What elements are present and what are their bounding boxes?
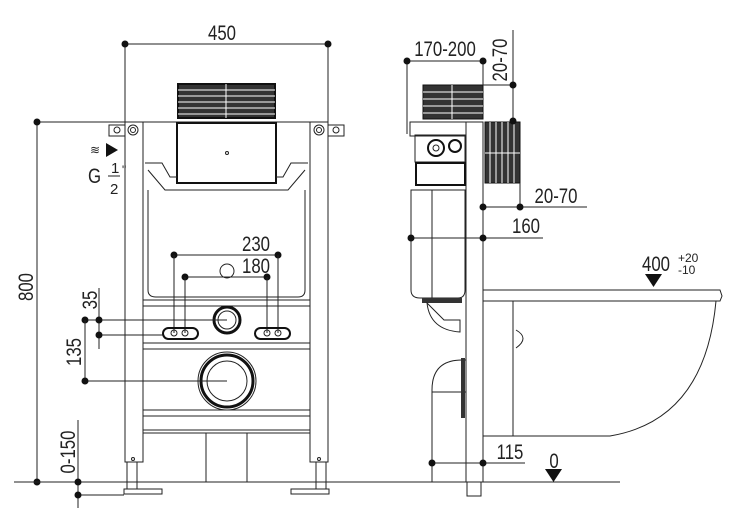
cistern-depth-dimension: 160 bbox=[407, 215, 543, 242]
floor-level: 0 bbox=[370, 450, 620, 483]
depth-range-dimension: 170-200 bbox=[403, 38, 487, 134]
water-inlet: ≋ G 1 2 " bbox=[88, 143, 126, 198]
drain-offset-dimension: 115 bbox=[428, 441, 525, 467]
frame bbox=[108, 121, 345, 495]
width-label: 450 bbox=[208, 22, 236, 45]
offset-135-label: 135 bbox=[63, 338, 86, 366]
foot-adjust-dimension: 0-150 bbox=[14, 420, 370, 508]
cistern-depth-label: 160 bbox=[512, 215, 540, 238]
top-gap-dimension: 20-70 bbox=[483, 30, 517, 125]
inlet-arrow-icon bbox=[106, 143, 118, 157]
water-wave-icon: ≋ bbox=[90, 143, 100, 157]
side-gap-dimension: 20-70 bbox=[479, 183, 587, 211]
flush-ports bbox=[162, 305, 291, 411]
side-gap-label: 20-70 bbox=[535, 185, 578, 208]
button-span-outer-label: 230 bbox=[242, 233, 270, 256]
bowl-tolerance-plus: +20 bbox=[678, 251, 699, 265]
floor-marker-icon bbox=[545, 469, 562, 482]
bowl-height-dimension: 400 +20 -10 bbox=[642, 251, 699, 287]
depth-range-label: 170-200 bbox=[414, 38, 476, 61]
inlet-fraction-denominator: 2 bbox=[110, 181, 118, 198]
cistern bbox=[145, 83, 308, 298]
port-offset-dimensions: 35 135 bbox=[63, 288, 227, 385]
button-span-inner-label: 180 bbox=[242, 255, 270, 278]
inlet-thread-prefix: G bbox=[88, 165, 101, 188]
bowl-tolerance-minus: -10 bbox=[678, 263, 696, 277]
level-marker-icon bbox=[645, 274, 662, 287]
bowl-height-label: 400 bbox=[642, 253, 670, 276]
side-view: 170-200 20-70 20-70 160 400 +20 -10 bbox=[370, 30, 723, 497]
width-dimension: 450 bbox=[121, 22, 332, 122]
inlet-inch-mark: " bbox=[122, 163, 126, 177]
offset-35-label: 35 bbox=[79, 291, 102, 310]
drain-offset-label: 115 bbox=[497, 441, 524, 464]
floor-level-label: 0 bbox=[549, 450, 558, 473]
toilet-bowl bbox=[483, 289, 723, 437]
height-label: 800 bbox=[15, 273, 38, 301]
top-gap-label: 20-70 bbox=[489, 39, 512, 82]
foot-adjust-label: 0-150 bbox=[57, 431, 80, 474]
inlet-fraction-numerator: 1 bbox=[111, 160, 119, 177]
front-view: 450 800 bbox=[14, 22, 370, 508]
height-dimension: 800 bbox=[15, 118, 125, 486]
button-spacing-dimensions: 230 180 bbox=[170, 233, 282, 333]
